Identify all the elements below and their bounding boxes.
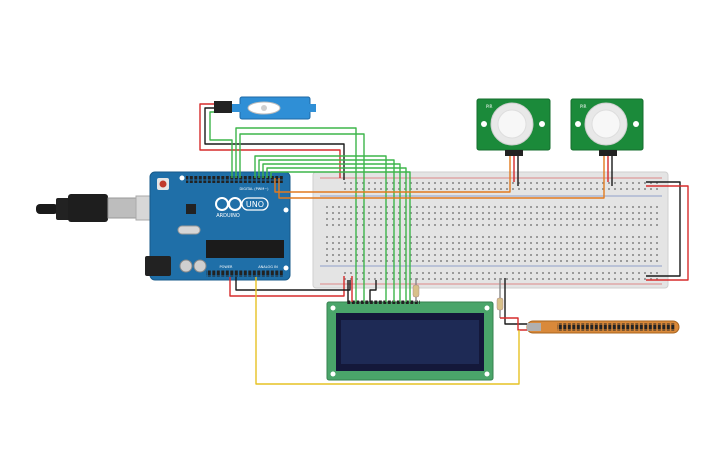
wire-lcd-rw (369, 280, 377, 302)
wire-rail-bridge-ground (646, 181, 681, 277)
arduino-model-text: UNO (246, 200, 264, 209)
pir-sensor-1: PIR (476, 98, 551, 156)
lcd-screen (341, 320, 479, 364)
wire-lcd-4 (258, 159, 395, 302)
analog-power-pin-header (206, 270, 284, 277)
arduino-brand-text: ARDUINO (216, 213, 240, 219)
wire-lcd-6 (266, 167, 407, 302)
wire-flex-power (500, 317, 527, 331)
wire-lcd-7 (270, 171, 411, 302)
wire-flex-ground (504, 278, 527, 325)
wire-pir-1-signal (274, 156, 511, 193)
wire-servo-signal (209, 111, 233, 178)
breadboard (312, 171, 669, 289)
lcd-resistor (412, 278, 420, 302)
usb-cable (36, 194, 165, 222)
servo-connector (214, 101, 232, 113)
breadboard-bottom-rail (340, 268, 660, 282)
pir-sensor-2: PIR (570, 98, 644, 156)
arduino-logo (215, 197, 269, 211)
wires (199, 103, 689, 385)
flex-resistor (496, 278, 504, 318)
digital-label: DIGITAL (PWM~) (239, 187, 269, 191)
digital-pin-header (186, 176, 284, 183)
wire-flex-analog (255, 277, 520, 385)
wire-lcd-2 (239, 133, 365, 302)
atmega-chip (206, 240, 284, 258)
power-label: POWER (220, 265, 234, 269)
flex-sensor (526, 320, 680, 334)
breadboard-terminal-lower (322, 236, 660, 264)
wire-pir-2-signal (278, 156, 605, 199)
wire-rail-bridge-power (646, 185, 689, 281)
power-jack (145, 256, 171, 276)
wire-arduino-gnd (235, 277, 351, 291)
servo-motor (214, 96, 316, 120)
lcd-16x2 (326, 300, 494, 381)
pir-2-label: PIR (580, 104, 587, 109)
breadboard-top-rail (340, 180, 660, 194)
wire-lcd-5 (262, 163, 401, 302)
breadboard-terminal-upper (322, 202, 660, 230)
wire-lcd-3 (254, 155, 387, 302)
analog-label: ANALOG IN (258, 265, 278, 269)
arduino-uno-board: UNO ARDUINO DIGITAL (PWM~) POWER ANALOG … (145, 171, 291, 281)
wire-arduino-5v (229, 276, 345, 297)
wire-lcd-1 (235, 127, 357, 302)
pir-1-label: PIR (486, 104, 493, 109)
lcd-pin-header (346, 300, 420, 304)
